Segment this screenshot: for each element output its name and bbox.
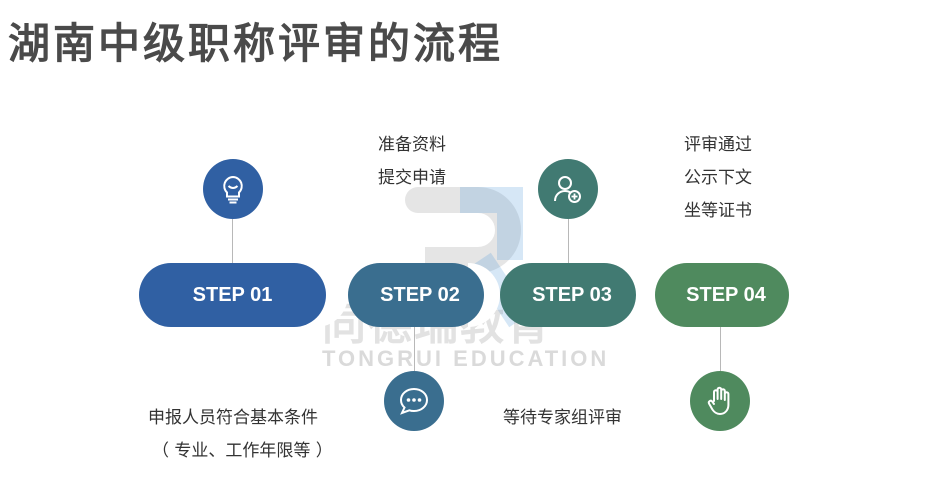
step-02-text: 准备资料 提交申请 [378,129,446,195]
connector-line-1 [232,219,233,263]
connector-line-2 [414,327,415,371]
step-02-text-line-1: 准备资料 [378,135,446,155]
step-01-icon-circle [203,159,263,219]
step-02-text-line-2: 提交申请 [378,168,446,188]
step-01-text: 申报人员符合基本条件 （ 专业、工作年限等 ） [148,402,333,468]
step-03-text-line-1: 等待专家组评审 [503,408,622,428]
step-01-label: STEP 01 [192,283,273,306]
step-04-text: 评审通过 公示下文 坐等证书 [684,129,752,228]
step-03-text: 等待专家组评审 [503,402,622,435]
step-04-text-line-1: 评审通过 [684,135,752,155]
page-title: 湖南中级职称评审的流程 [8,19,504,68]
step-02-icon-circle [384,371,444,431]
step-04-text-line-3: 坐等证书 [684,201,752,221]
connector-line-4 [720,327,721,371]
chat-icon [399,387,429,415]
lightbulb-icon [223,175,243,204]
step-04-label: STEP 04 [686,283,766,306]
hand-icon [707,386,730,415]
step-03-label: STEP 03 [532,283,612,306]
connector-line-3 [568,219,569,263]
watermark-text-en: TONGRUI EDUCATION [322,346,610,371]
step-04-icon-circle [690,371,750,431]
step-03-pill: STEP 03 [500,263,636,327]
step-01-pill: STEP 01 [139,263,326,327]
step-01-text-line-2: （ 专业、工作年限等 ） [152,441,333,461]
step-02-label: STEP 02 [380,283,460,306]
step-03-icon-circle [538,159,598,219]
user-add-icon [554,176,581,203]
step-04-pill: STEP 04 [655,263,789,327]
step-02-pill: STEP 02 [348,263,484,327]
step-01-text-line-1: 申报人员符合基本条件 [148,408,318,428]
step-04-text-line-2: 公示下文 [684,168,752,188]
